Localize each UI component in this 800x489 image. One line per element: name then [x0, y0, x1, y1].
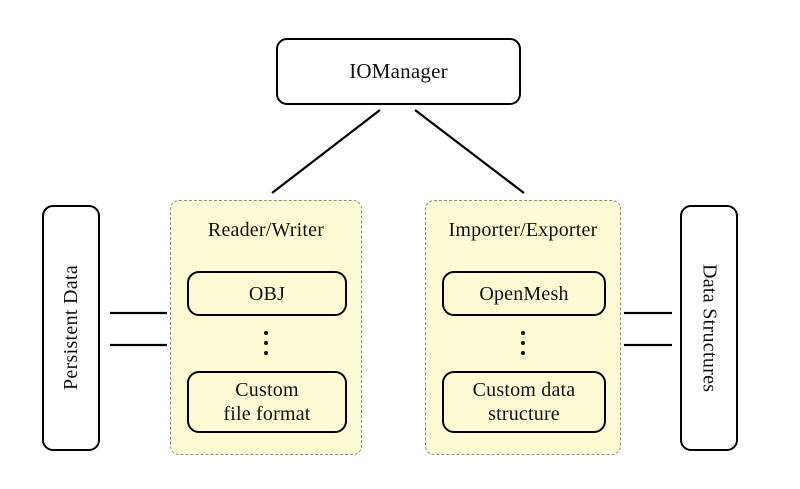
- panel-item-custom-data-structure[interactable]: Custom data structure: [442, 371, 606, 433]
- panel-reader-writer-title: Reader/Writer: [207, 219, 325, 241]
- panel-importer-exporter-title: Importer/Exporter: [448, 219, 598, 241]
- arrow-manager-importerexporter: [414, 109, 525, 194]
- panel-item-custom-file-format-line1: Custom: [235, 379, 299, 401]
- io-manager-node[interactable]: IOManager: [276, 38, 521, 105]
- panel-item-obj-label: OBJ: [248, 282, 286, 305]
- panel-reader-writer[interactable]: Reader/Writer OBJ Custom file format: [170, 200, 362, 455]
- persistent-data-node[interactable]: Persistent Data: [42, 205, 100, 451]
- panel-item-openmesh[interactable]: OpenMesh: [442, 271, 606, 316]
- io-manager-label: IOManager: [349, 59, 448, 84]
- panel-item-custom-file-format[interactable]: Custom file format: [187, 371, 347, 433]
- persistent-data-label: Persistent Data: [59, 265, 82, 391]
- panel-item-custom-file-format-line2: file format: [223, 403, 311, 425]
- data-structures-node[interactable]: Data Structures: [680, 205, 738, 451]
- panel-item-openmesh-label: OpenMesh: [479, 282, 569, 305]
- data-structures-label: Data Structures: [698, 263, 721, 393]
- panel-item-custom-data-structure-line1: Custom data: [472, 379, 576, 401]
- reader-writer-ellipsis-icon: [171, 325, 361, 361]
- panel-importer-exporter[interactable]: Importer/Exporter OpenMesh Custom data s…: [425, 200, 621, 455]
- arrow-manager-readerwriter: [271, 109, 381, 194]
- panel-item-obj[interactable]: OBJ: [187, 271, 347, 316]
- panel-item-custom-data-structure-line2: structure: [488, 403, 560, 425]
- importer-exporter-ellipsis-icon: [426, 325, 620, 361]
